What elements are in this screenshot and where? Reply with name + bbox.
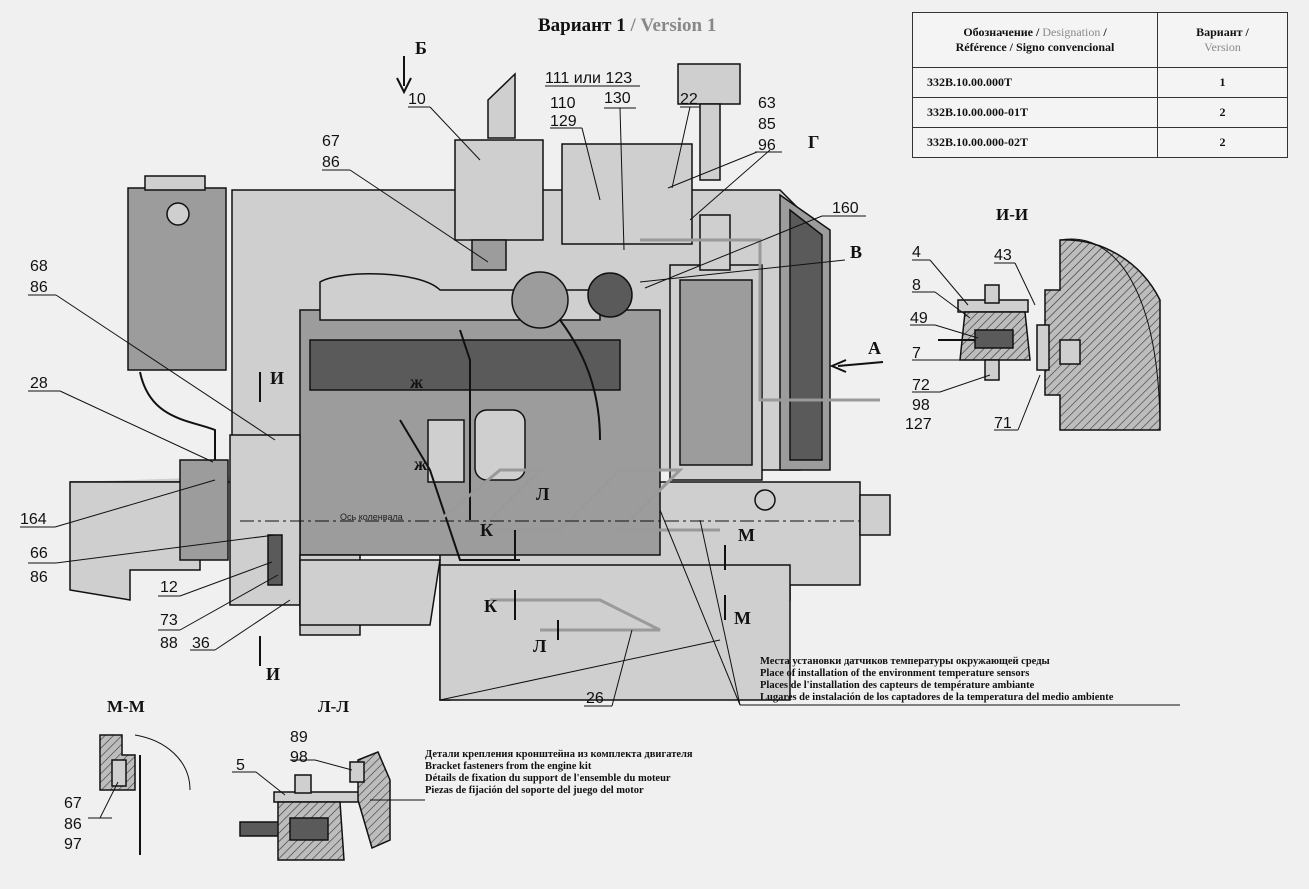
callout-86-b: 86 [30, 279, 48, 296]
callout-85: 85 [758, 116, 776, 133]
view-mark-i-bottom: И [266, 664, 280, 684]
view-mark-i-top: И [270, 368, 284, 388]
callout-86: 86 [322, 154, 340, 171]
callout-49: 49 [910, 310, 928, 327]
view-mark-v: В [850, 242, 862, 262]
callout-86-mm: 86 [64, 816, 82, 833]
view-mark-m-top: М [738, 525, 755, 545]
view-mark-l-bottom: Л [533, 636, 547, 656]
callout-160: 160 [832, 200, 859, 217]
variant-table-header: Обозначение / Designation / Référence / … [912, 12, 1288, 68]
variant-cell: 2 [1157, 97, 1288, 128]
callout-127: 127 [905, 416, 932, 433]
callout-43: 43 [994, 247, 1012, 264]
callout-110: 110 [550, 95, 576, 112]
engine-main-view [69, 63, 891, 701]
callout-7: 7 [912, 345, 921, 362]
view-arrows: Б Г В А И И ж ж К К Л Л М М [259, 38, 884, 684]
header-designation: Обозначение / Designation / Référence / … [912, 12, 1158, 68]
variant-cell: 2 [1157, 127, 1288, 158]
callout-leaders [20, 85, 1180, 707]
table-row: 332B.10.00.000-01T 2 [912, 97, 1288, 128]
svg-text:Place of installation of the e: Place of installation of the environment… [760, 668, 1029, 679]
callout-86-c: 86 [30, 569, 48, 586]
callout-28: 28 [30, 375, 48, 392]
table-row: 332B.10.00.000T 1 [912, 67, 1288, 98]
section-m-m: М-М 67 86 97 [64, 697, 191, 855]
callout-98: 98 [912, 397, 930, 414]
section-i-i: И-И 4 43 8 49 7 72 98 127 71 [905, 205, 1161, 433]
view-mark-k-top: К [480, 520, 493, 540]
svg-text:Bracket fasteners from the eng: Bracket fasteners from the engine kit [425, 761, 592, 772]
callout-67-mm: 67 [64, 795, 82, 812]
bracket-fasteners-note: Детали крепления кронштейна из комплекта… [425, 749, 693, 796]
callout-26: 26 [586, 690, 604, 707]
callout-164: 164 [20, 511, 47, 528]
svg-text:Piezas de fijación del soporte: Piezas de fijación del soporte del juego… [425, 785, 644, 796]
callout-72: 72 [912, 377, 930, 394]
variant-table: Обозначение / Designation / Référence / … [912, 12, 1288, 158]
callout-66: 66 [30, 545, 48, 562]
view-mark-g: Г [808, 132, 819, 152]
view-mark-l-top: Л [536, 484, 550, 504]
callout-89: 89 [290, 729, 308, 746]
view-mark-zh-top: ж [410, 372, 424, 392]
callout-10: 10 [408, 91, 426, 108]
view-mark-zh-bottom: ж [414, 454, 428, 474]
designation-cell: 332B.10.00.000T [912, 67, 1158, 98]
callout-22: 22 [680, 91, 698, 108]
callout-88: 88 [160, 635, 178, 652]
callout-73: 73 [160, 612, 178, 629]
section-m-m-title: М-М [107, 697, 145, 716]
view-mark-a: А [868, 338, 881, 358]
table-row: 332B.10.00.000-02T 2 [912, 127, 1288, 158]
svg-text:Lugares de instalación de los: Lugares de instalación de los captadores… [760, 692, 1114, 703]
callout-111-123: 111 или 123 [545, 70, 632, 87]
variant-cell: 1 [1157, 67, 1288, 98]
section-l-l-title: Л-Л [318, 697, 349, 716]
sensor-location-note: Места установки датчиков температуры окр… [760, 656, 1114, 703]
callout-67: 67 [322, 133, 340, 150]
view-mark-b: Б [415, 38, 427, 58]
callout-129: 129 [550, 113, 577, 130]
callout-98-ll: 98 [290, 749, 308, 766]
designation-cell: 332B.10.00.000-02T [912, 127, 1158, 158]
callout-97: 97 [64, 836, 82, 853]
view-mark-k-bottom: К [484, 596, 497, 616]
callout-36: 36 [192, 635, 210, 652]
callout-130: 130 [604, 90, 631, 107]
callout-4: 4 [912, 244, 921, 261]
drawing-title: Вариант 1 / Version 1 [538, 15, 716, 36]
callout-5: 5 [236, 757, 245, 774]
header-variant: Вариант / Version [1157, 12, 1288, 68]
section-l-l: Л-Л 89 98 5 [232, 697, 425, 861]
designation-cell: 332B.10.00.000-01T [912, 97, 1158, 128]
svg-text:Places de l'installation des c: Places de l'installation des capteurs de… [760, 680, 1035, 691]
air-cleaner-22 [561, 143, 693, 245]
callout-63: 63 [758, 95, 776, 112]
svg-text:Детали крепления кронштейна из: Детали крепления кронштейна из комплекта… [425, 749, 693, 760]
callout-68: 68 [30, 258, 48, 275]
callout-8: 8 [912, 277, 921, 294]
callout-labels: 10 111 или 123 110 129 130 22 63 85 96 6… [20, 70, 859, 707]
section-i-i-title: И-И [996, 205, 1028, 224]
callout-12: 12 [160, 579, 178, 596]
callout-71: 71 [994, 415, 1012, 432]
crankshaft-axis-label: Ось коленвала [340, 512, 403, 522]
svg-text:Места установки датчиков темпе: Места установки датчиков температуры окр… [760, 656, 1050, 667]
callout-96: 96 [758, 137, 776, 154]
air-cleaner-10 [454, 139, 544, 241]
svg-text:Détails de fixation du support: Détails de fixation du support de l'ense… [425, 773, 671, 784]
view-mark-m-bottom: М [734, 608, 751, 628]
